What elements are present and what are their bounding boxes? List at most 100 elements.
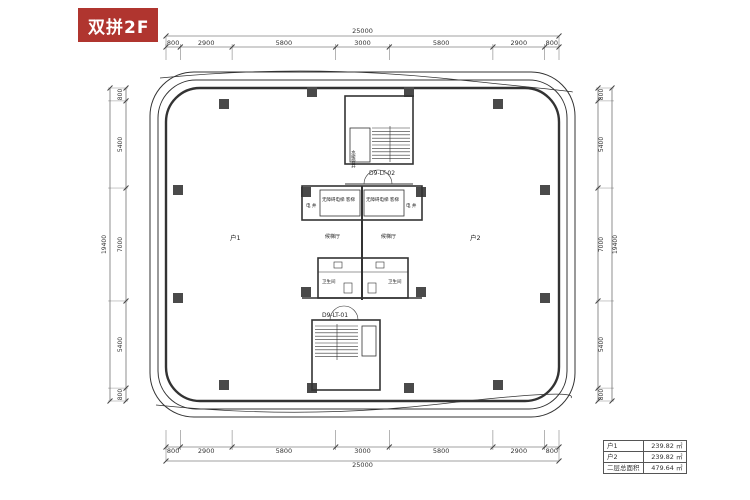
- area-summary-table: 户1 239.82 ㎡ 户2 239.82 ㎡ 二层总面积 479.64 ㎡: [603, 440, 687, 474]
- dimension-value: 800: [598, 89, 605, 101]
- dimension-total: 19400: [612, 235, 619, 254]
- right-dimension-chain: 800 5400 7000 5400 800 19400: [595, 85, 619, 404]
- central-core: [301, 95, 423, 391]
- dimension-value: 5800: [276, 447, 293, 455]
- bottom-dimension-chain: 800 2900 5800 3000 5800 2900 800 25000: [163, 430, 562, 469]
- balcony-curve-top: [159, 70, 573, 93]
- column: [540, 293, 550, 303]
- dimension-value: 800: [167, 447, 179, 455]
- dimension-tick: [229, 44, 235, 50]
- dimension-value: 5800: [276, 39, 293, 47]
- dimension-tick: [541, 444, 548, 450]
- area-row-value: 479.64 ㎡: [642, 462, 687, 474]
- unit-1-label: 户1: [230, 233, 241, 242]
- dimension-tick: [386, 444, 393, 450]
- dimension-value: 7000: [117, 237, 124, 252]
- wc-right-label: 卫生间: [388, 278, 402, 285]
- lift-left-label: 无障碍电梯 客梯: [322, 196, 355, 203]
- door-swing: [377, 169, 393, 185]
- dimension-tick: [490, 44, 496, 50]
- column: [493, 99, 503, 109]
- pipe-shaft-label: 水暖管井: [351, 149, 356, 170]
- dimension-value: 2900: [198, 447, 215, 455]
- dimension-tick: [332, 444, 339, 450]
- dimension-value: 2900: [511, 447, 528, 455]
- dimension-tick: [386, 44, 393, 50]
- wc-fixture-3: [343, 282, 353, 294]
- lobby-right-label: 候梯厅: [381, 233, 396, 240]
- dimension-value: 2900: [198, 39, 215, 47]
- column: [307, 87, 317, 97]
- dimension-tick: [609, 398, 615, 404]
- dimension-value: 800: [546, 447, 558, 455]
- lift-car-right: [363, 189, 405, 217]
- dimension-value: 2900: [511, 39, 528, 47]
- elevator-label-top: D9-LT-02: [369, 170, 395, 177]
- column: [416, 187, 426, 197]
- wc-fixture-4: [367, 282, 377, 294]
- dimension-value: 5400: [117, 337, 124, 352]
- column: [219, 380, 229, 390]
- column: [173, 293, 183, 303]
- pipe-shaft-top: [349, 127, 371, 163]
- lift-car-left: [319, 189, 361, 217]
- area-row: 户2 239.82 ㎡: [603, 451, 687, 463]
- stair-treads-top: [372, 126, 410, 162]
- door-swing: [329, 305, 345, 321]
- floor-title: 双拼2F: [88, 17, 150, 38]
- door-swing: [363, 169, 379, 185]
- dimension-tick: [490, 444, 496, 450]
- dimension-tick: [332, 44, 339, 50]
- dimension-value: 5800: [433, 39, 450, 47]
- dimension-value: 5400: [598, 137, 605, 152]
- area-row-value: 239.82 ㎡: [642, 451, 687, 463]
- lift-right-label: 无障碍电梯 客梯: [366, 196, 399, 203]
- lobby-left-label: 候梯厅: [325, 233, 340, 240]
- dimension-value: 7000: [598, 237, 605, 252]
- column: [301, 287, 311, 297]
- dimension-tick: [609, 85, 615, 91]
- dimension-value: 5400: [598, 337, 605, 352]
- outer-wall-inner-line: [157, 79, 568, 410]
- column: [404, 87, 414, 97]
- stair-treads-bottom: [315, 324, 358, 360]
- area-row: 二层总面积 479.64 ㎡: [603, 462, 687, 474]
- area-row-label: 户1: [603, 440, 644, 452]
- shaft-left-label: 电 井: [306, 202, 317, 209]
- column: [493, 380, 503, 390]
- column: [540, 185, 550, 195]
- balcony-curve-bottom: [155, 393, 572, 413]
- column: [173, 185, 183, 195]
- stair-bottom-enclosure: [311, 319, 381, 391]
- wc-fixture-2: [375, 261, 385, 269]
- floor-title-badge: 双拼2F: [78, 8, 158, 42]
- dimension-tick: [107, 85, 113, 91]
- area-row-value: 239.82 ㎡: [642, 440, 687, 452]
- dimension-value: 5800: [433, 447, 450, 455]
- area-row-label: 二层总面积: [603, 462, 644, 474]
- wc-left-label: 卫生间: [322, 278, 336, 285]
- dimension-value: 800: [598, 389, 605, 401]
- unit-2-label: 户2: [470, 233, 481, 242]
- dimension-value: 5400: [117, 137, 124, 152]
- column: [404, 383, 414, 393]
- dimension-tick: [177, 44, 184, 50]
- dimension-tick: [177, 444, 184, 450]
- dimension-value: 3000: [354, 447, 371, 455]
- stair-top-enclosure: [344, 95, 414, 165]
- dimension-tick: [229, 444, 235, 450]
- dimension-value: 3000: [354, 39, 371, 47]
- dimension-value: 800: [117, 389, 124, 401]
- outer-wall-line: [149, 71, 576, 418]
- dimension-total: 25000: [352, 461, 373, 469]
- pipe-shaft-bottom: [361, 325, 377, 357]
- room-labels: 户1 户2 D9-LT-02 D9-LT-01 候梯厅 候梯厅 无障碍电梯 客梯…: [230, 149, 481, 319]
- column: [416, 287, 426, 297]
- dimension-total: 25000: [352, 27, 373, 35]
- shaft-right-label: 电 井: [406, 202, 417, 209]
- column: [301, 187, 311, 197]
- elevator-label-bottom: D9-LT-01: [322, 312, 348, 319]
